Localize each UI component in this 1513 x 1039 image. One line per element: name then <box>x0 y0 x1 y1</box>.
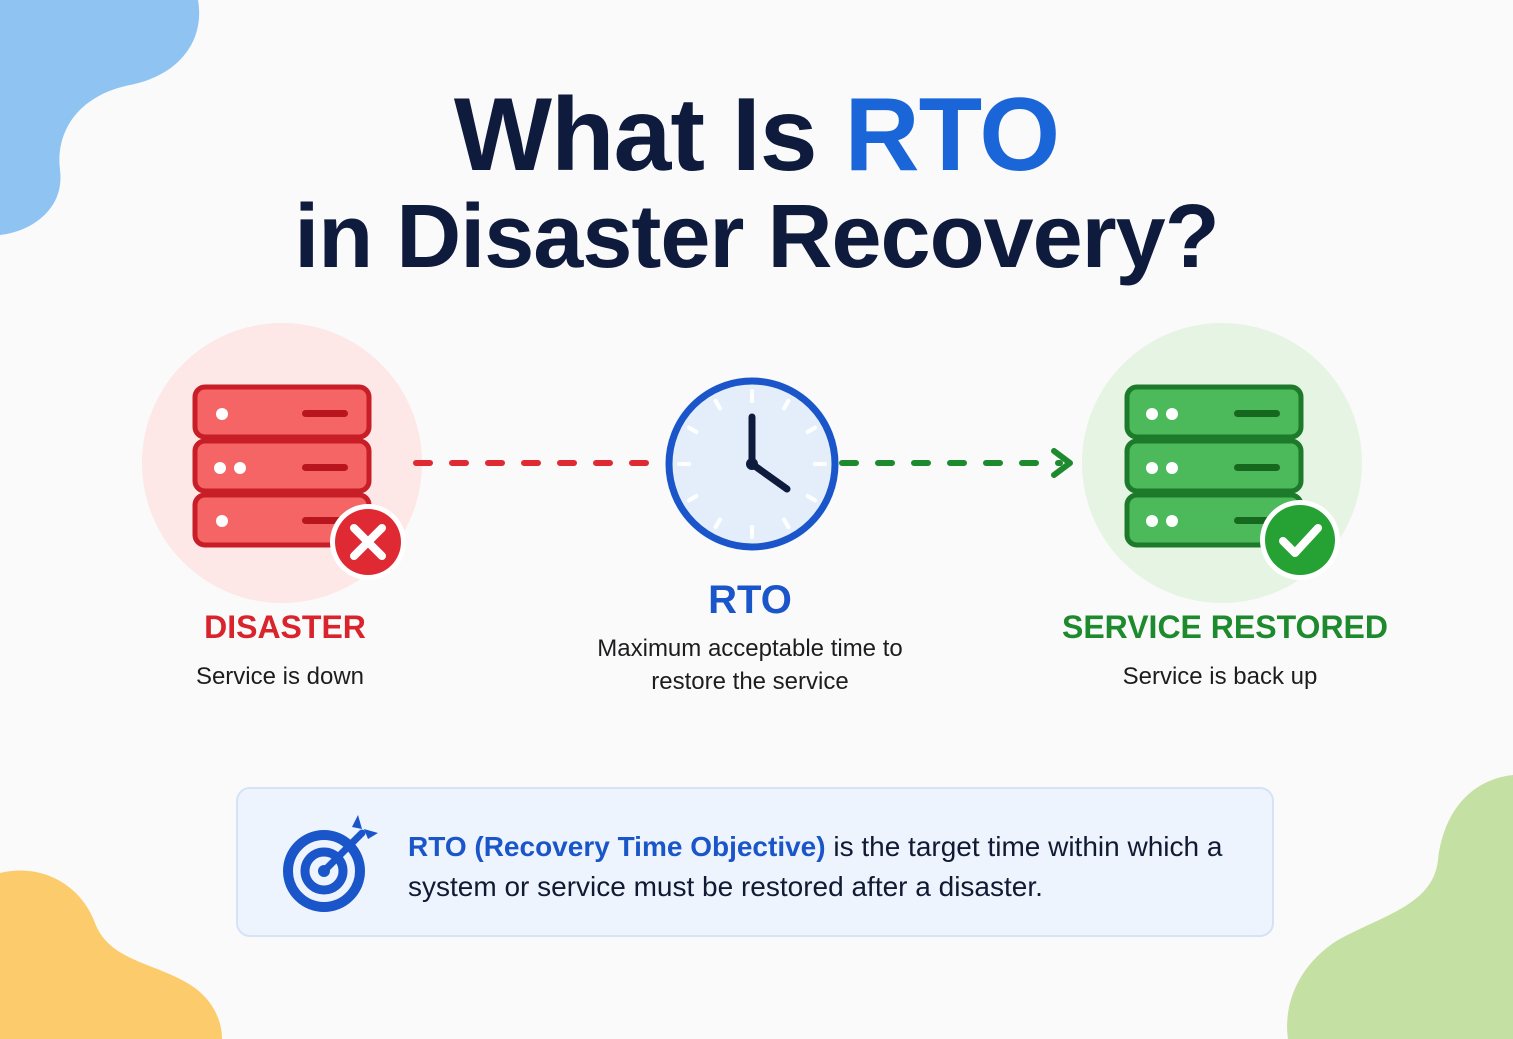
clock-icon <box>663 375 841 553</box>
definition-body: is the target time within which a system… <box>408 831 1223 902</box>
decorative-blob-top-left <box>0 0 210 240</box>
title-accent: RTO <box>844 77 1061 193</box>
server-error-icon <box>190 382 410 582</box>
decorative-blob-bottom-left <box>0 868 230 1039</box>
dashed-arrow-rto-to-restored <box>838 446 1078 480</box>
title-line-1: What Is RTO <box>0 78 1513 192</box>
definition-box: RTO (Recovery Time Objective) is the tar… <box>236 787 1274 937</box>
dashed-line-disaster-to-rto <box>412 452 668 474</box>
disaster-description: Service is down <box>195 663 365 690</box>
target-icon <box>282 809 382 915</box>
service-restored-description: Service is back up <box>1122 663 1318 690</box>
rto-label: RTO <box>708 578 792 622</box>
rto-description: Maximum acceptable time to restore the s… <box>597 635 903 695</box>
decorative-blob-bottom-right <box>1283 775 1513 1039</box>
title-line-2: in Disaster Recovery? <box>294 187 1219 287</box>
server-check-icon <box>1122 382 1342 582</box>
definition-text: RTO (Recovery Time Objective) is the tar… <box>408 827 1248 907</box>
definition-term: RTO (Recovery Time Objective) <box>408 831 826 862</box>
service-restored-label: SERVICE RESTORED <box>1061 609 1388 645</box>
disaster-label: DISASTER <box>204 609 366 645</box>
title-prefix: What Is <box>453 77 845 193</box>
